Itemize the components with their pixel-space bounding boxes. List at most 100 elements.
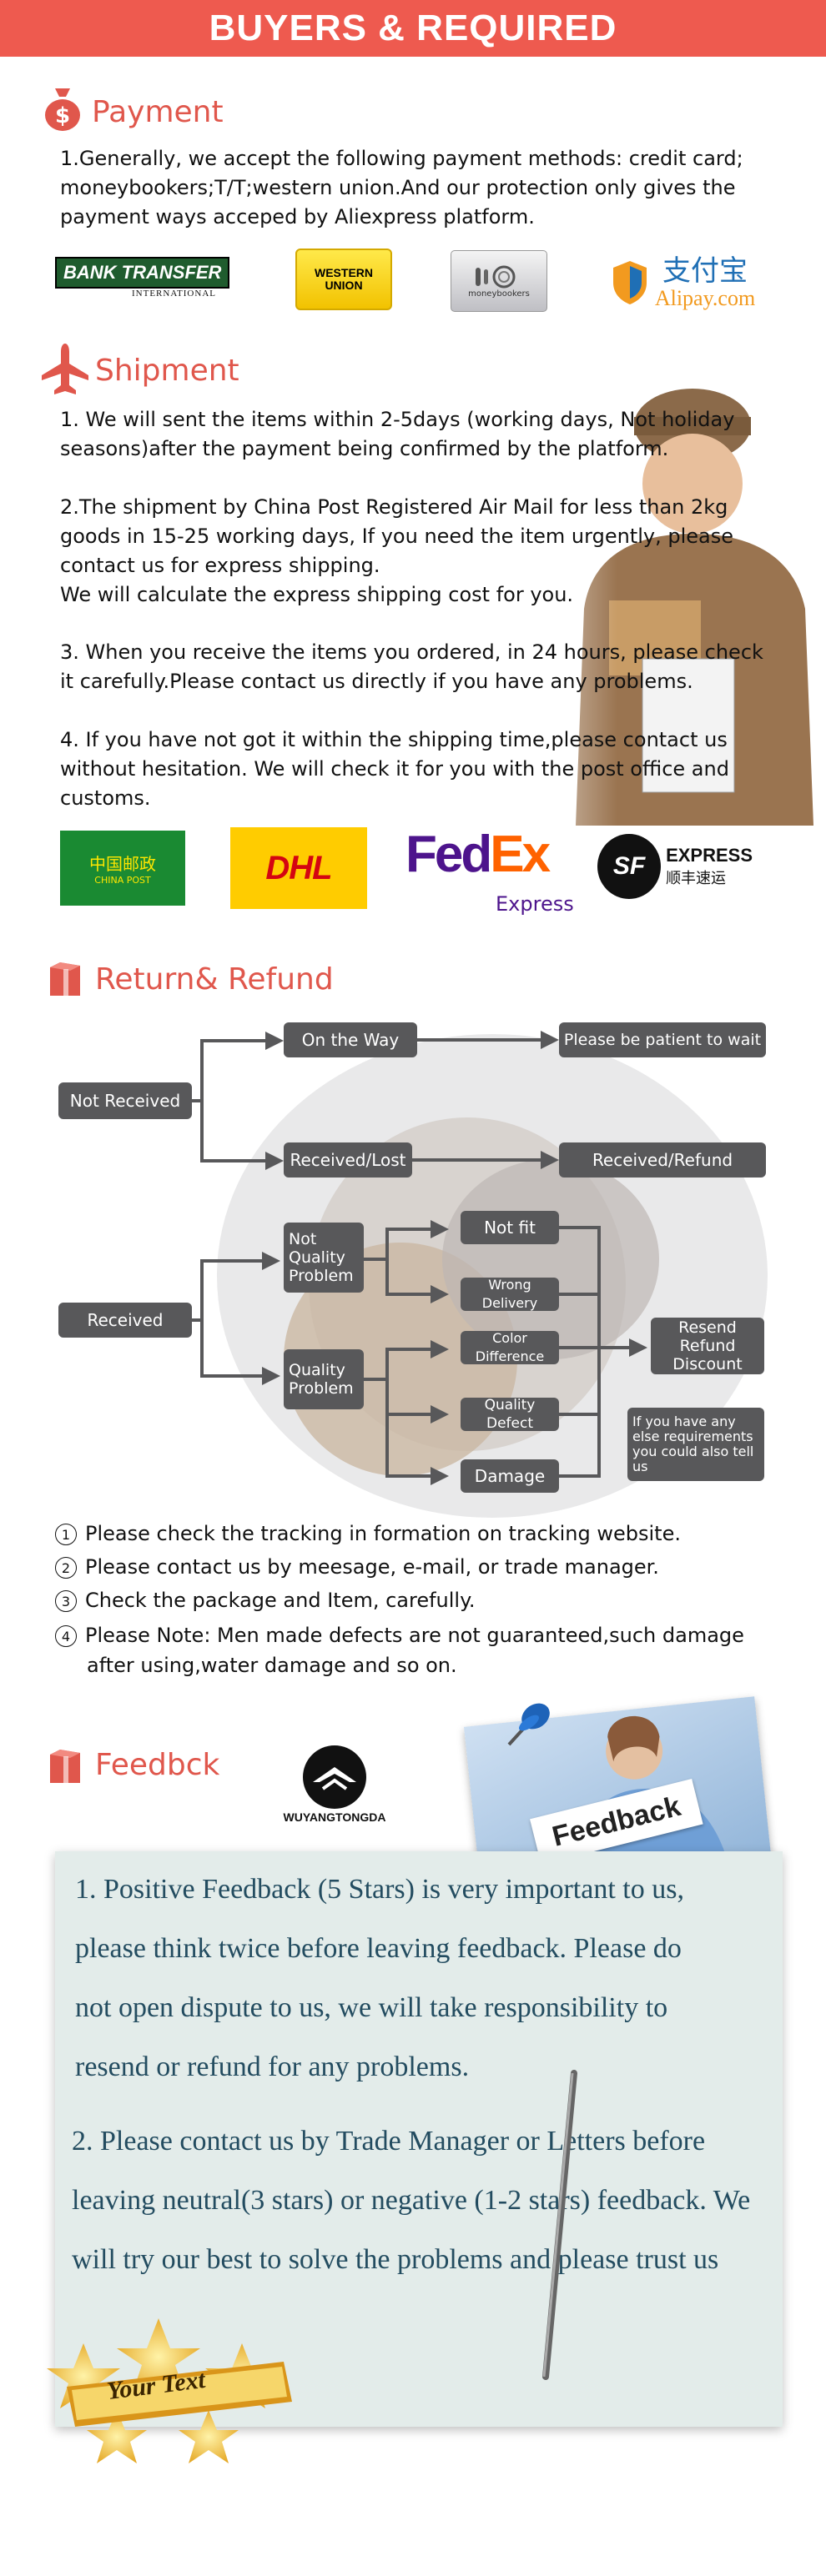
shipment-line: 2.The shipment by China Post Registered …	[60, 495, 728, 519]
note-number: 4	[55, 1625, 77, 1647]
dhl-label: DHL	[265, 849, 332, 886]
flow-on-the-way: On the Way	[284, 1022, 417, 1057]
feedback-paper: 1. Positive Feedback (5 Stars) is very i…	[55, 1851, 783, 2427]
moneybookers-label: moneybookers	[468, 289, 530, 299]
brand-logo: WUYANGTONGDA	[264, 1738, 405, 1830]
shipment-text-1: 1. We will sent the items within 2-5days…	[60, 405, 794, 464]
shipment-line: customs.	[60, 786, 151, 810]
refund-note-continued: after using,water damage and so on.	[87, 1651, 457, 1680]
payment-line: moneybookers;T/T;western union.And our p…	[60, 176, 736, 199]
brand-label: WUYANGTONGDA	[283, 1810, 386, 1824]
star-burst-badge	[47, 2318, 292, 2463]
shipment-line: goods in 15-25 working days, If you need…	[60, 525, 733, 548]
flow-not-quality-problem: Not Quality Problem	[284, 1223, 364, 1293]
svg-text:$: $	[55, 103, 70, 128]
feedback-line: resend or refund for any problems.	[75, 2051, 470, 2082]
note-line: Please Note: Men made defects are not gu…	[85, 1624, 744, 1647]
feedback-paragraph-1: 1. Positive Feedback (5 Stars) is very i…	[75, 1860, 776, 2096]
feedback-line: 2. Please contact us by Trade Manager or…	[72, 2126, 706, 2157]
bank-transfer-logo: BANK TRANSFER INTERNATIONAL	[55, 250, 247, 305]
feedback-line: please think twice before leaving feedba…	[75, 1933, 682, 1964]
sf-express-label: EXPRESS	[666, 845, 753, 866]
pen-icon	[542, 2070, 577, 2380]
feedback-title: Feedbck	[95, 1748, 220, 1782]
payment-line: payment ways acceped by Aliexpress platf…	[60, 205, 535, 228]
flow-quality-defect: Quality Defect	[461, 1397, 559, 1432]
alipay-shield-icon	[612, 261, 647, 304]
shipment-line: without hesitation. We will check it for…	[60, 757, 729, 781]
payment-line: 1.Generally, we accept the following pay…	[60, 147, 743, 170]
flow-damage: Damage	[461, 1459, 559, 1493]
feedback-line: will try our best to solve the problems …	[72, 2244, 719, 2275]
flow-received-lost: Received/Lost	[284, 1142, 412, 1178]
china-post-label: CHINA POST	[94, 875, 151, 886]
shipment-text-4: 4. If you have not got it within the shi…	[60, 726, 794, 813]
shipment-line: We will calculate the express shipping c…	[60, 583, 574, 606]
shipment-line: 4. If you have not got it within the shi…	[60, 728, 728, 751]
flow-received-refund: Received/Refund	[559, 1142, 766, 1178]
note-line: Please check the tracking in formation o…	[85, 1522, 681, 1545]
alipay-logo: 支付宝 Alipay.com	[591, 247, 774, 319]
bank-transfer-label: BANK TRANSFER	[55, 257, 230, 289]
shipment-text-3: 3. When you receive the items you ordere…	[60, 638, 794, 696]
feedback-line: not open dispute to us, we will take res…	[75, 1992, 668, 2023]
shipment-line: it carefully.Please contact us directly …	[60, 670, 693, 693]
fedex-express-label: Express	[496, 891, 574, 916]
shipment-line: 3. When you receive the items you ordere…	[60, 640, 763, 664]
feedback-line: 1. Positive Feedback (5 Stars) is very i…	[75, 1874, 684, 1905]
refund-note: 2 Please contact us by meesage, e-mail, o…	[55, 1553, 659, 1582]
money-bag-icon: $	[45, 88, 80, 131]
shipment-line: 1. We will sent the items within 2-5days…	[60, 408, 735, 431]
flow-other-requirements: If you have any else requirements you co…	[627, 1408, 764, 1481]
fedex-fed-label: Fed	[405, 825, 492, 883]
moneybookers-mark-icon	[476, 265, 516, 288]
refund-note: 4 Please Note: Men made defects are not g…	[55, 1621, 744, 1650]
shipment-text-2: 2.The shipment by China Post Registered …	[60, 493, 794, 610]
note-line: after using,water damage and so on.	[87, 1654, 457, 1677]
flow-color-difference: Color Difference	[461, 1330, 559, 1364]
payment-text: 1.Generally, we accept the following pay…	[60, 144, 794, 232]
flow-quality-problem: Quality Problem	[284, 1349, 364, 1409]
refund-note: 3 Check the package and Item, carefully.	[55, 1586, 476, 1615]
gift-box-icon	[50, 962, 80, 996]
sf-mark-label: SF	[612, 852, 646, 880]
flow-not-fit: Not fit	[461, 1211, 559, 1244]
gift-box-icon	[50, 1750, 80, 1783]
western-union-label: WESTERN UNION	[315, 266, 373, 292]
bank-transfer-sub: INTERNATIONAL	[132, 289, 216, 299]
sf-express-logo: SF EXPRESS 顺丰速运	[597, 831, 753, 902]
feedback-line: leaving neutral(3 stars) or negative (1-…	[72, 2185, 751, 2216]
flow-received: Received	[58, 1303, 192, 1338]
flow-not-received: Not Received	[58, 1082, 192, 1119]
delivery-man-photo	[484, 359, 818, 826]
western-union-logo: WESTERN UNION	[295, 249, 392, 310]
note-line: Check the package and Item, carefully.	[85, 1589, 476, 1612]
china-post-cn-label: 中国邮政	[89, 854, 156, 874]
note-number: 3	[55, 1590, 77, 1612]
payment-title: Payment	[92, 95, 224, 129]
refund-title: Return& Refund	[95, 962, 334, 997]
pushpin-icon	[507, 1703, 550, 1746]
brand-mark-icon	[303, 1745, 366, 1809]
shipment-title: Shipment	[95, 354, 239, 388]
shipment-line: contact us for express shipping.	[60, 554, 380, 577]
moneybookers-logo: moneybookers	[451, 250, 547, 312]
sf-cn-label: 顺丰速运	[666, 870, 727, 887]
page-banner: BUYERS & REQUIRED	[0, 0, 826, 57]
flow-be-patient: Please be patient to wait	[559, 1022, 766, 1057]
fedex-logo: FedEx Express	[405, 828, 581, 916]
flow-resend-refund-discount: Resend Refund Discount	[651, 1318, 764, 1374]
alipay-cn-label: 支付宝	[662, 254, 748, 288]
china-post-logo: 中国邮政 CHINA POST	[60, 831, 185, 906]
alipay-label: Alipay.com	[654, 286, 756, 310]
flow-wrong-delivery: Wrong Delivery	[461, 1277, 559, 1311]
feedback-paragraph-2: 2. Please contact us by Trade Manager or…	[72, 2112, 781, 2289]
airplane-icon	[42, 344, 88, 394]
note-number: 1	[55, 1524, 77, 1545]
refund-note: 1 Please check the tracking in formation …	[55, 1519, 681, 1549]
shipment-line: seasons)after the payment being confirme…	[60, 437, 669, 460]
fedex-ex-label: Ex	[490, 825, 551, 883]
note-number: 2	[55, 1557, 77, 1579]
note-line: Please contact us by meesage, e-mail, or…	[85, 1555, 659, 1579]
